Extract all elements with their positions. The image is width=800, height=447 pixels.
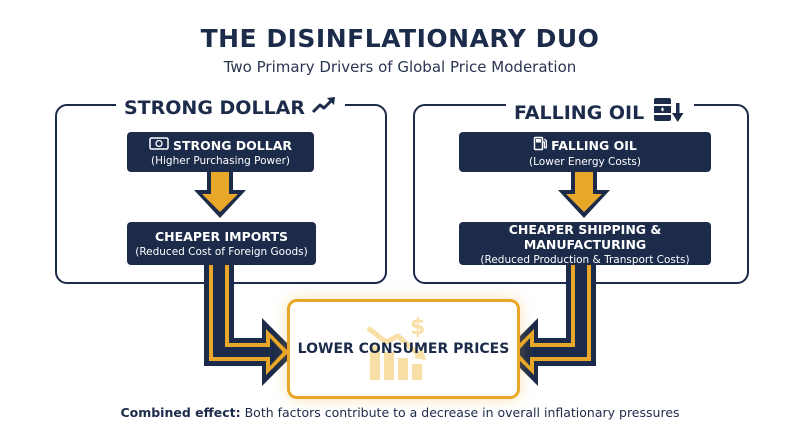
cheaper-imports-box-subtitle: (Reduced Cost of Foreign Goods) bbox=[135, 246, 308, 258]
falling-price-chart-icon: $ bbox=[364, 312, 434, 388]
strong-dollar-box-subtitle: (Higher Purchasing Power) bbox=[151, 155, 290, 167]
strong-dollar-heading-label: STRONG DOLLAR bbox=[124, 96, 306, 119]
cheaper-imports-box-title: CHEAPER IMPORTS bbox=[155, 229, 288, 244]
banknote-icon bbox=[149, 137, 169, 153]
footer-note: Combined effect: Both factors contribute… bbox=[0, 405, 800, 420]
strong-dollar-heading: STRONG DOLLAR bbox=[116, 95, 346, 120]
lower-consumer-prices-box: $ LOWER CONSUMER PRICES bbox=[287, 299, 520, 399]
right-down-arrow-1 bbox=[558, 172, 610, 218]
oil-barrel-down-icon bbox=[650, 95, 686, 130]
page-title: THE DISINFLATIONARY DUO bbox=[200, 24, 600, 53]
page-subtitle: Two Primary Drivers of Global Price Mode… bbox=[223, 58, 577, 76]
strong-dollar-box: STRONG DOLLAR (Higher Purchasing Power) bbox=[127, 132, 314, 172]
svg-text:$: $ bbox=[410, 315, 425, 340]
falling-oil-heading: FALLING OIL bbox=[506, 95, 695, 130]
right-elbow-arrow bbox=[504, 265, 596, 386]
falling-oil-box-subtitle: (Lower Energy Costs) bbox=[529, 156, 641, 168]
falling-oil-box: FALLING OIL (Lower Energy Costs) bbox=[459, 132, 711, 172]
cheaper-shipping-box-title: CHEAPER SHIPPING & MANUFACTURING bbox=[508, 221, 662, 252]
footer-text: Both factors contribute to a decrease in… bbox=[240, 405, 680, 420]
falling-oil-heading-label: FALLING OIL bbox=[514, 101, 645, 124]
footer-bold-label: Combined effect: bbox=[120, 405, 241, 420]
falling-oil-box-title: FALLING OIL bbox=[551, 137, 637, 153]
cheaper-shipping-box: CHEAPER SHIPPING & MANUFACTURING (Reduce… bbox=[459, 221, 711, 266]
cheaper-imports-box: CHEAPER IMPORTS (Reduced Cost of Foreign… bbox=[127, 222, 316, 265]
lower-consumer-prices-label: LOWER CONSUMER PRICES bbox=[297, 341, 510, 357]
fuel-pump-icon bbox=[533, 136, 548, 154]
left-elbow-arrow bbox=[204, 265, 296, 386]
cheaper-shipping-box-subtitle: (Reduced Production & Transport Costs) bbox=[480, 253, 690, 266]
left-down-arrow-1 bbox=[194, 172, 246, 218]
trend-up-arrow-icon bbox=[311, 95, 337, 120]
strong-dollar-box-title: STRONG DOLLAR bbox=[172, 137, 293, 153]
